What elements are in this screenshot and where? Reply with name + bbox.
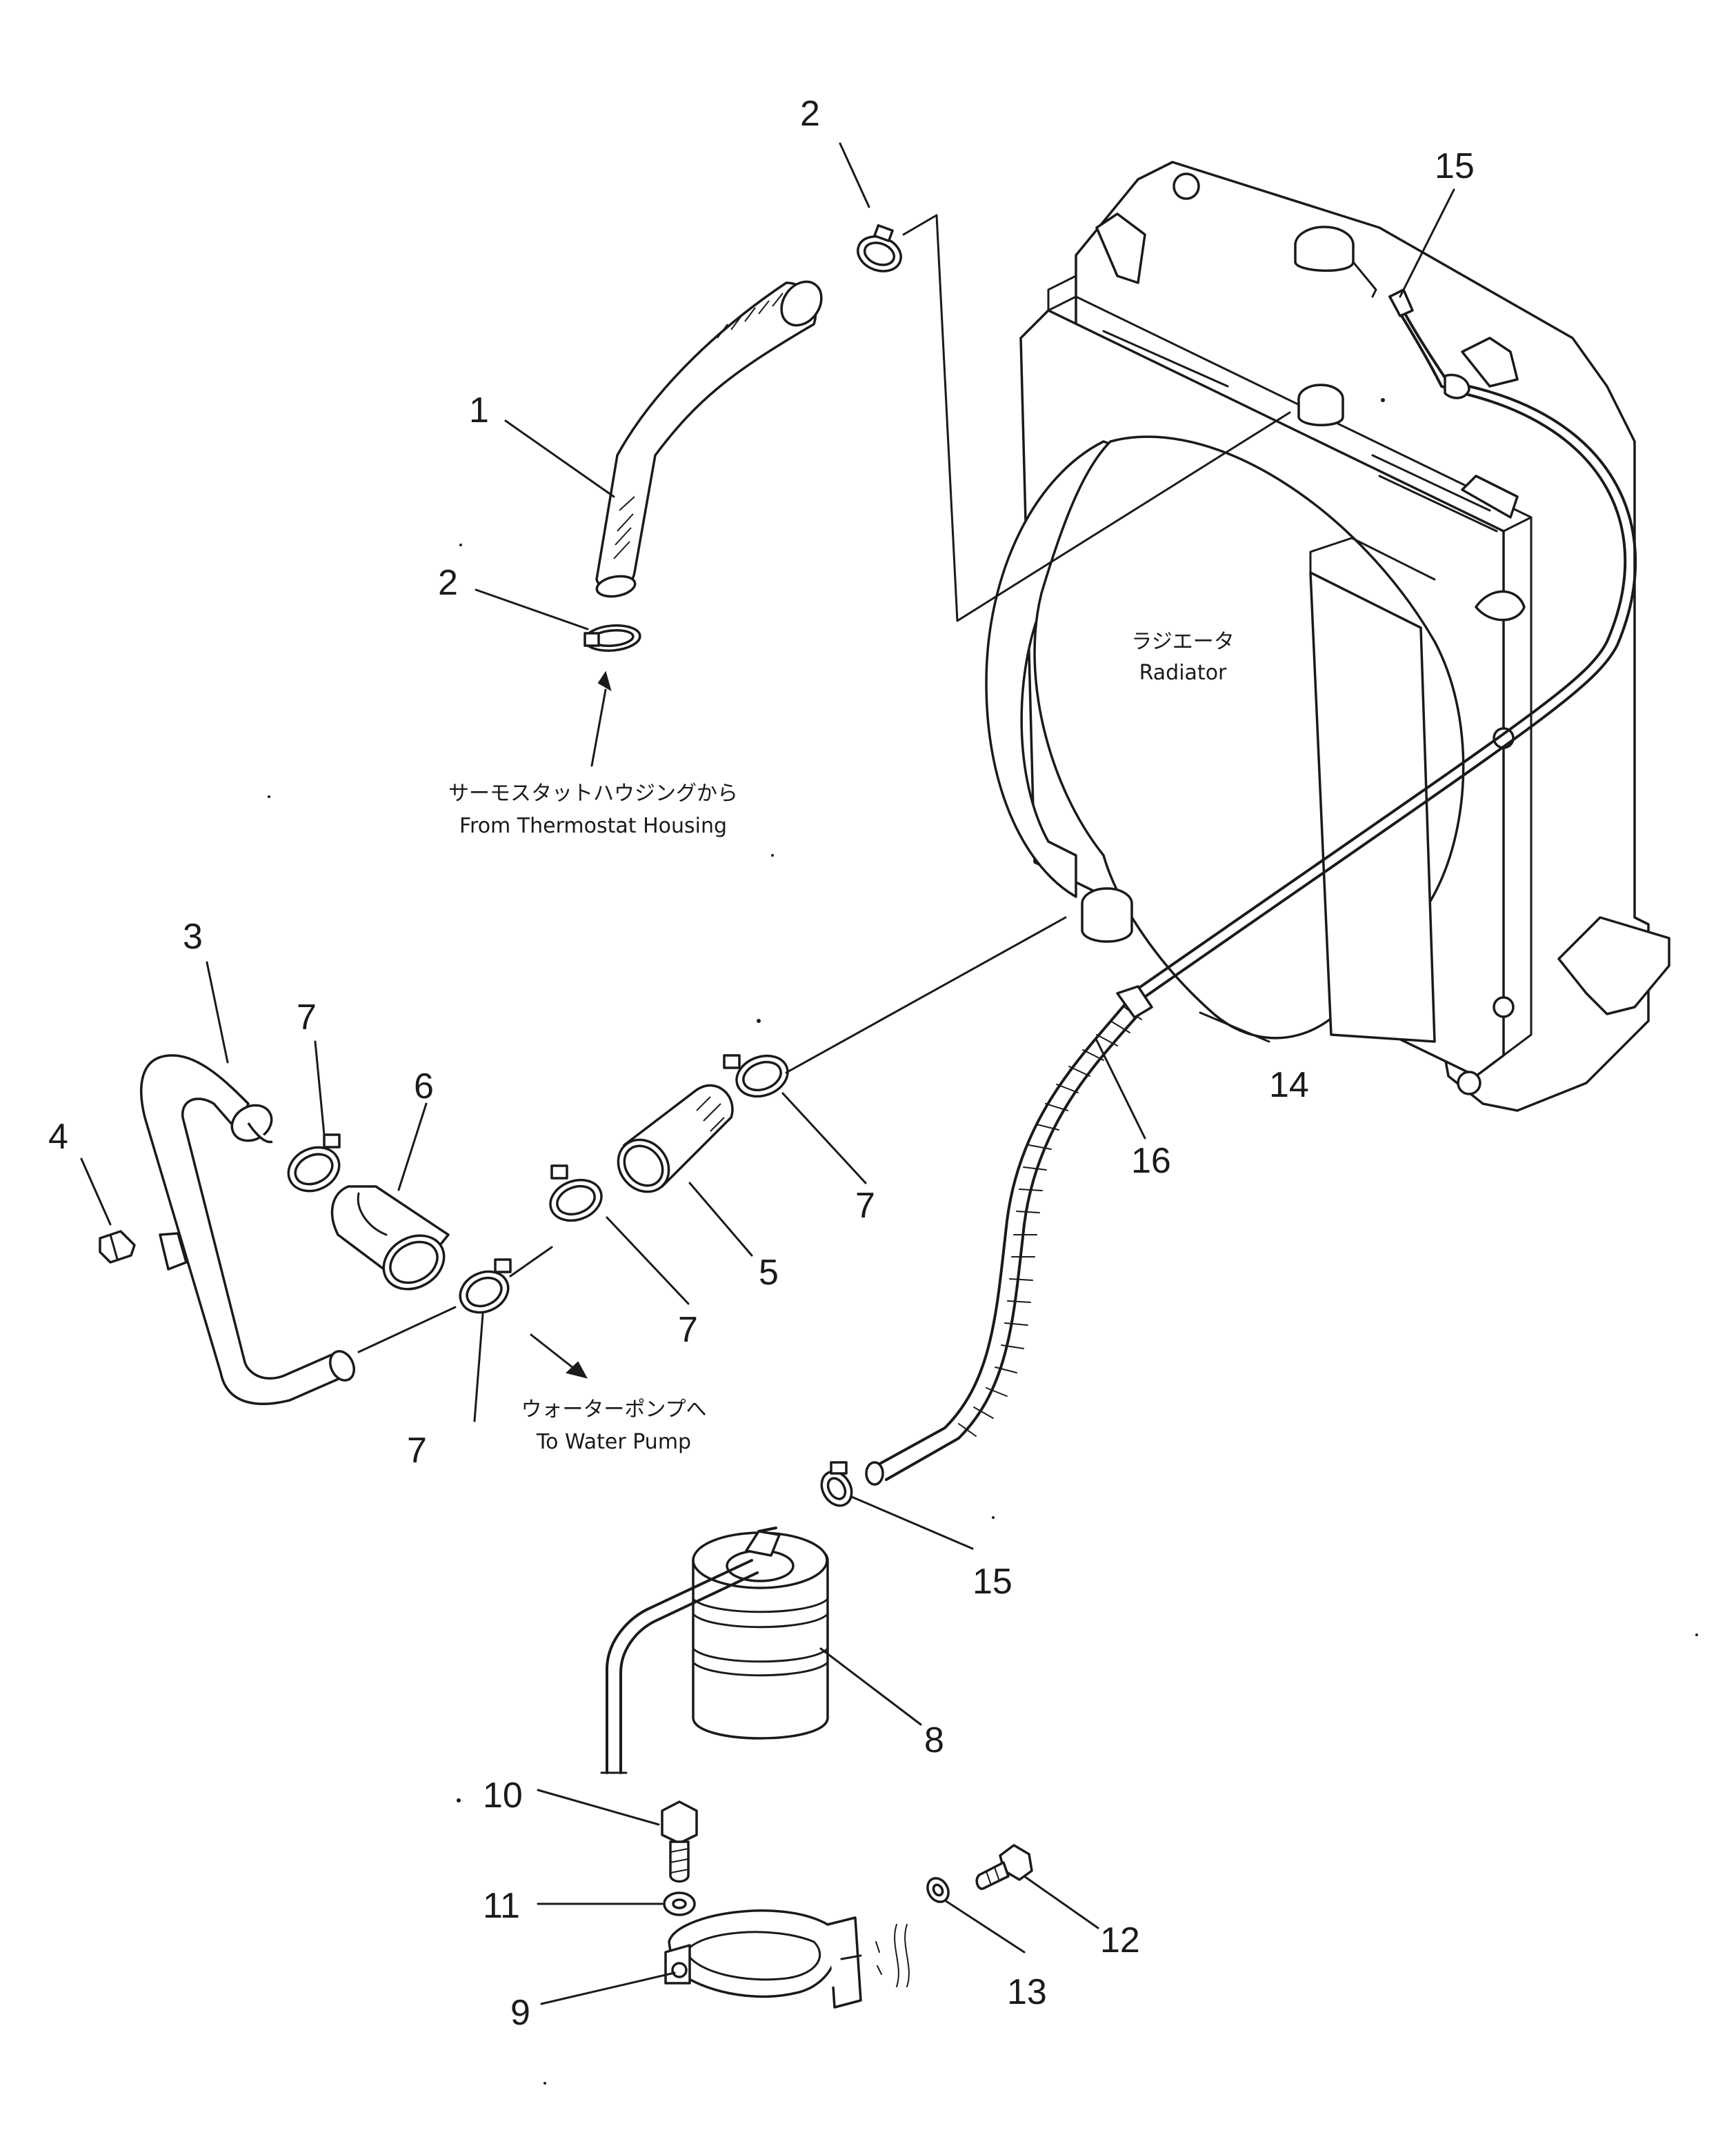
clamp-7-a — [287, 1133, 341, 1193]
radiator-assembly: ラジエータ Radiator — [985, 161, 1670, 1112]
clamp-15-lower — [820, 1461, 853, 1507]
clamp-7-d — [723, 1054, 789, 1098]
callout-15-upper: 15 — [1435, 146, 1475, 186]
water-pump-arrow — [530, 1333, 581, 1374]
callout-6: 6 — [414, 1066, 434, 1106]
assembly-line-upper — [902, 214, 1291, 622]
scan-specks — [268, 398, 1698, 2085]
washer-13 — [926, 1877, 950, 1903]
callout-4: 4 — [48, 1117, 68, 1157]
water-pump-caption-jp: ウォーターポンプへ — [521, 1398, 706, 1422]
hose-5 — [617, 1084, 734, 1193]
clamp-7-c — [549, 1164, 603, 1222]
thermostat-caption-en: From Thermostat Housing — [459, 814, 727, 838]
callout-11: 11 — [483, 1886, 520, 1926]
break-line-a — [894, 1924, 899, 1987]
callout-7-b: 7 — [407, 1431, 427, 1471]
clamp-7-b — [459, 1258, 512, 1314]
break-line-b — [904, 1924, 910, 1987]
radiator-caption-jp: ラジエータ — [1131, 630, 1234, 654]
callout-9: 9 — [510, 1993, 530, 2033]
upper-hose-1 — [595, 280, 823, 598]
bolt-10 — [661, 1800, 698, 1883]
callout-7-d: 7 — [855, 1186, 875, 1226]
bolt-12 — [975, 1844, 1033, 1890]
leader-lines — [80, 142, 1455, 2005]
callout-15-lower: 15 — [972, 1562, 1012, 1602]
clamp-15-upper — [1388, 288, 1414, 317]
water-pump-caption-en: To Water Pump — [536, 1430, 691, 1454]
hose-6 — [330, 1185, 450, 1291]
callout-1: 1 — [469, 390, 489, 430]
plug-4 — [99, 1230, 136, 1264]
clamp-2-lower — [583, 624, 641, 653]
overflow-hose-16 — [865, 985, 1153, 1486]
washer-11 — [663, 1891, 696, 1916]
callout-numbers: 2 15 1 2 3 7 6 4 14 16 7 5 7 7 15 8 10 1… — [48, 94, 1475, 2033]
lower-pipe-3 — [140, 1054, 355, 1405]
overflow-tube-14 — [1130, 295, 1637, 1003]
callout-8: 8 — [924, 1720, 944, 1760]
callout-14: 14 — [1269, 1065, 1309, 1105]
callout-7-c: 7 — [678, 1310, 698, 1350]
band-9 — [664, 1909, 862, 2009]
callout-10: 10 — [483, 1776, 523, 1816]
callout-3: 3 — [183, 917, 203, 957]
hose-corrugation — [958, 1006, 1142, 1437]
radiator-caption-en: Radiator — [1139, 661, 1227, 685]
assembly-line-lower-b — [509, 1246, 553, 1278]
assembly-line-lower-c — [785, 916, 1067, 1074]
clamp-2-upper — [857, 223, 902, 272]
thermostat-caption-jp: サーモスタットハウジングから — [448, 782, 738, 806]
callout-2-upper: 2 — [800, 94, 820, 134]
callout-2-lower: 2 — [438, 563, 458, 603]
callout-5: 5 — [759, 1253, 779, 1293]
callout-16: 16 — [1131, 1141, 1171, 1181]
reserve-tank-8 — [600, 1527, 829, 1774]
thermostat-arrow — [590, 688, 607, 767]
callout-12: 12 — [1100, 1920, 1140, 1960]
assembly-line-lower-a — [357, 1306, 457, 1353]
callout-13: 13 — [1007, 1972, 1047, 2012]
callout-7-a: 7 — [297, 997, 317, 1037]
